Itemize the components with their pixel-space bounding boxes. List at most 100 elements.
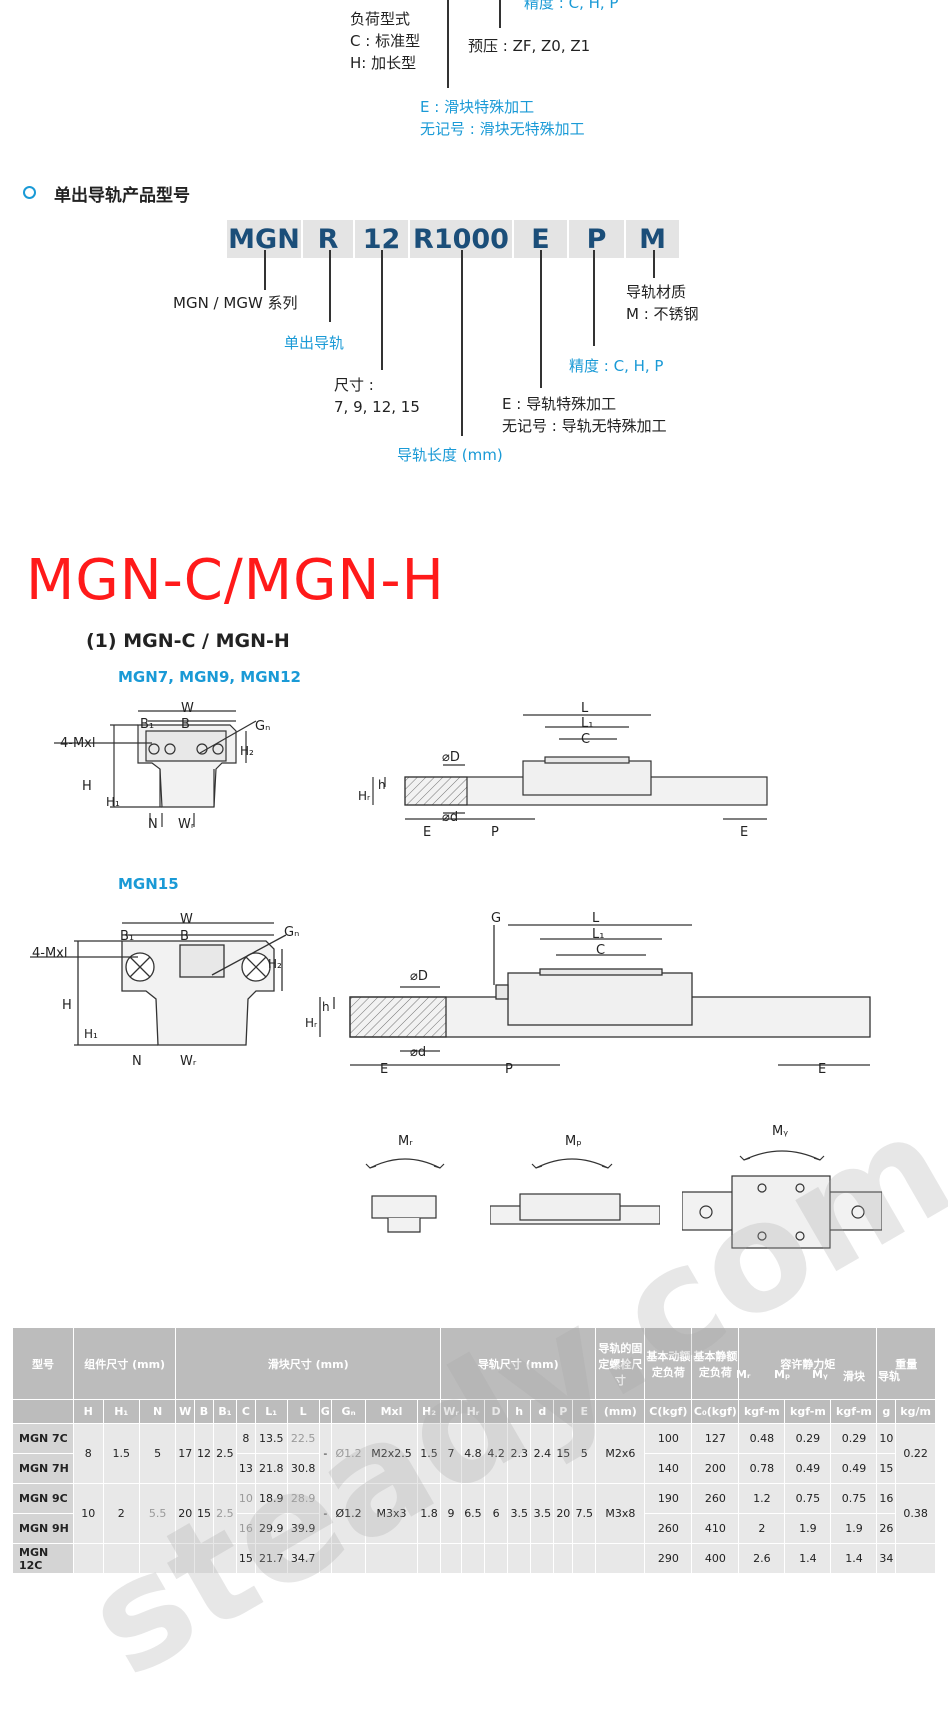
cell: Ø1.2: [331, 1483, 367, 1544]
dim-h-small-2: h: [322, 1000, 330, 1014]
cell: [595, 1543, 646, 1574]
th-model: 型号: [12, 1327, 74, 1400]
cell: 20: [175, 1483, 196, 1544]
th-moment-my: Mᵧ: [812, 1368, 828, 1381]
cell: 21.7: [254, 1543, 288, 1574]
cell: [212, 1543, 238, 1574]
th-bolt-unit: (mm): [595, 1399, 646, 1424]
cell: [331, 1543, 367, 1574]
th-d: d: [530, 1399, 555, 1424]
dim-l-2: L: [592, 911, 600, 926]
row-model: MGN 7C: [12, 1423, 74, 1454]
cell: 2.5: [212, 1423, 238, 1484]
th-C: C: [236, 1399, 256, 1424]
cell: 0.22: [895, 1423, 936, 1484]
th-static: 基本静额定负荷: [691, 1327, 740, 1400]
cross-section-mgn15-drawing: [30, 922, 287, 1046]
cell: [138, 1543, 177, 1574]
cell: 1.9: [830, 1513, 878, 1544]
rail-length-label: 导轨长度 (mm): [397, 446, 503, 464]
th-G: G: [318, 1399, 333, 1424]
code-part-material: M: [626, 220, 679, 258]
cell: 3.5: [530, 1483, 555, 1544]
dim-mxl-2: 4-Mxl: [32, 946, 68, 961]
cell: 8: [236, 1423, 256, 1454]
material-m: M : 不锈钢: [626, 305, 699, 323]
th-wr-unit: kg/m: [895, 1399, 936, 1424]
cell: 29.9: [254, 1513, 288, 1544]
th-D: D: [484, 1399, 509, 1424]
dim-h2-1: H₂: [240, 744, 254, 758]
th-moment-mp: Mₚ: [774, 1368, 791, 1381]
dim-e-right-1: E: [740, 825, 749, 840]
dim-h1-2: H₁: [84, 1027, 98, 1041]
cell: Ø1.2: [331, 1423, 367, 1484]
cell: 200: [691, 1453, 740, 1484]
dim-b-2: B: [180, 929, 189, 944]
cell: 1.9: [784, 1513, 832, 1544]
section-bullet-icon: [23, 186, 36, 199]
table-row: MGN 7C 8 1.5 5 17 12 2.5 8 13.5 22.5 - Ø…: [12, 1423, 936, 1484]
dim-b1-1: B₁: [140, 717, 155, 732]
dim-h-2: H: [62, 998, 72, 1013]
th-L1: L₁: [254, 1399, 288, 1424]
cell: 30.8: [286, 1453, 320, 1484]
moment-my-drawing: [682, 1150, 882, 1249]
cell: 15: [876, 1453, 897, 1484]
cell: 1.5: [102, 1423, 140, 1484]
th-L: L: [286, 1399, 320, 1424]
th-W: W: [175, 1399, 196, 1424]
th-H2: H₂: [416, 1399, 442, 1424]
th-Gn: Gₙ: [331, 1399, 367, 1424]
cell: 0.29: [830, 1423, 878, 1454]
cross-section-small-drawing: [54, 710, 257, 827]
drawing-subtitle: (1) MGN-C / MGN-H: [86, 630, 290, 652]
side-view-mgn15-drawing: [319, 924, 871, 1066]
cell: 39.9: [286, 1513, 320, 1544]
group2-label: MGN15: [118, 875, 179, 893]
cell: [553, 1543, 574, 1574]
cell: 3.5: [507, 1483, 532, 1544]
th-dyn-unit: C(kgf): [644, 1399, 693, 1424]
load-type-h: H: 加长型: [350, 54, 417, 72]
size-title: 尺寸 :: [334, 376, 374, 394]
cell: 2.5: [212, 1483, 238, 1544]
cell: 140: [644, 1453, 693, 1484]
cell: 5: [138, 1423, 177, 1484]
side-view-small-drawing: [372, 714, 768, 820]
cell: M2x2.5: [365, 1423, 418, 1484]
th-assembly: 组件尺寸 (mm): [72, 1327, 177, 1400]
dim-mxl-1: 4-Mxl: [60, 736, 96, 751]
cell: 15: [236, 1543, 256, 1574]
cell: 18.9: [254, 1483, 288, 1514]
group1-label: MGN7, MGN9, MGN12: [118, 668, 301, 686]
cell: M3x3: [365, 1483, 418, 1544]
th-moment: 容许静力矩: [738, 1327, 878, 1400]
cell: 2: [102, 1483, 140, 1544]
th-P: P: [553, 1399, 574, 1424]
cell: -: [318, 1423, 333, 1484]
th-WR: Wᵣ: [440, 1399, 462, 1424]
cell: 13.5: [254, 1423, 288, 1454]
dim-d-1: ⌀D: [442, 750, 460, 765]
dim-e-left-2: E: [380, 1062, 389, 1077]
cell: -: [318, 1483, 333, 1544]
cell: 13: [236, 1453, 256, 1484]
th-H1: H₁: [102, 1399, 140, 1424]
cell: 410: [691, 1513, 740, 1544]
dim-d-small-2: ⌀d: [410, 1045, 427, 1060]
cell: 15: [553, 1423, 574, 1484]
dim-p-1: P: [491, 825, 499, 840]
sub-header-row: H H₁ N W B B₁ C L₁ L G Gₙ Mxl H₂ Wᵣ Hᵣ D…: [12, 1399, 936, 1424]
th-weight-rail: 导轨: [878, 1370, 900, 1383]
dim-h2-2: H₂: [268, 957, 282, 971]
cell: 0.49: [830, 1453, 878, 1484]
th-B: B: [194, 1399, 214, 1424]
dim-hr-1: Hᵣ: [358, 789, 371, 803]
cell: 6: [484, 1483, 509, 1544]
cell: 26: [876, 1513, 897, 1544]
moment-mp-label: Mₚ: [565, 1134, 582, 1149]
cell: 0.78: [738, 1453, 786, 1484]
cell: 1.2: [738, 1483, 786, 1514]
dim-c-1: C: [581, 732, 591, 747]
